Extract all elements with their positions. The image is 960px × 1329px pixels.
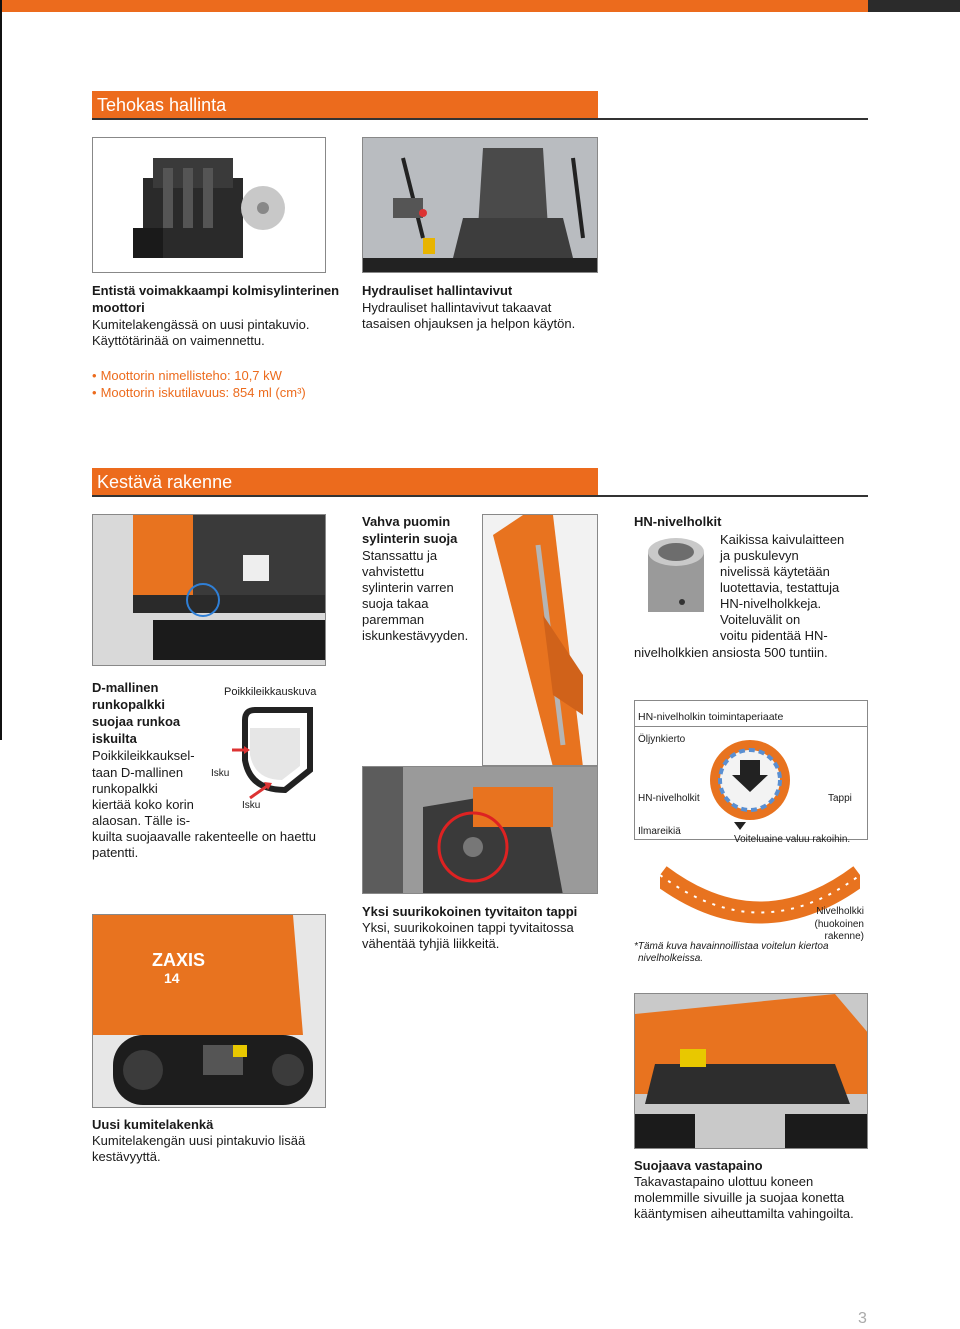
d-frame-title-3: suojaa runkoa (92, 714, 181, 729)
engine-spec-list: •Moottorin nimellisteho: 10,7 kW •Mootto… (92, 367, 306, 401)
top-dark-bar (868, 0, 960, 12)
track-caption-body-2: kestävyyttä. (92, 1149, 161, 1164)
controls-caption-body-2: tasaisen ohjauksen ja helpon käytön. (362, 316, 576, 331)
zaxis-logo: ZAXIS (152, 950, 206, 970)
boom-guard-body-2: vahvistettu (362, 564, 425, 579)
hn-bushing-body-7: voitu pidentää HN- (720, 628, 828, 643)
impact-label-2: Isku (242, 800, 261, 811)
d-frame-photo (92, 514, 326, 666)
counterweight-caption-body-3: kääntymisen aiheuttamilta vahingoilta. (634, 1206, 854, 1221)
d-frame-title-2: runkopalkki (92, 697, 165, 712)
oil-groove-label: Öljynkierto (638, 734, 686, 745)
engine-caption-body-2: Käyttötärinää on vaimennettu. (92, 333, 265, 348)
d-frame-body-1: Poikkileikkauksel- (92, 748, 195, 763)
hn-diagram-box (634, 700, 868, 840)
hn-bushing-photo (634, 532, 716, 622)
porous-bushing-diagram (660, 866, 860, 924)
bushing-label-2: (huokoinen rakenne) (814, 919, 864, 942)
top-accent-bar (0, 0, 960, 12)
boom-photo (482, 514, 598, 766)
left-edge-line (0, 0, 2, 740)
cross-section-diagram (232, 707, 313, 800)
section-rule (92, 118, 868, 120)
counterweight-caption-title: Suojaava vastapaino (634, 1158, 763, 1173)
pin-label: Tappi (828, 793, 852, 804)
boom-guard-body-3: sylinterin varren (362, 580, 454, 595)
control-levers-photo (362, 137, 598, 273)
impact-label-1: Isku (211, 768, 230, 779)
boom-guard-body-4: suoja takaa (362, 596, 429, 611)
boom-guard-body-6: iskunkestävyyden. (362, 628, 469, 643)
model-number: 14 (164, 970, 180, 986)
hn-note-1: *Tämä kuva havainnoillistaa voitelun kie… (634, 941, 829, 952)
section-title-tehokas: Tehokas hallinta (92, 91, 598, 119)
lubricant-label: Voiteluaine valuu rakoihin. (734, 834, 851, 845)
hn-bushing-body-2: ja puskulevyn (720, 548, 799, 563)
counterweight-photo (634, 993, 868, 1149)
hn-bushing-body-1: Kaikissa kaivulaitteen (720, 532, 845, 547)
d-frame-body-4: kiertää koko korin (92, 797, 194, 812)
pin-caption-body-2: vähentää tyhjiä liikkeitä. (362, 936, 500, 951)
pin-photo (362, 766, 598, 894)
track-caption-body-1: Kumitelakengän uusi pintakuvio lisää (92, 1133, 306, 1148)
section-title-kestava: Kestävä rakenne (92, 468, 598, 496)
engine-caption-title-1: Entistä voimakkaampi kolmisylinterinen (92, 283, 340, 298)
controls-caption-body-1: Hydrauliset hallintavivut takaavat (362, 300, 552, 315)
boom-guard-body-1: Stanssattu ja (362, 548, 438, 563)
d-frame-title-4: iskuilta (92, 731, 137, 746)
hn-note-2: nivelholkeissa. (638, 953, 704, 964)
hn-diagram-title: HN-nivelholkin toimintaperiaate (638, 711, 784, 723)
d-frame-body-3: runkopalkki (92, 781, 158, 796)
track-caption-title: Uusi kumitelakenkä (92, 1117, 214, 1132)
track-photo (92, 914, 326, 1108)
hn-bushing-body-last: nivelholkkien ansiosta 500 tuntiin. (634, 645, 828, 660)
counterweight-caption-body-2: molemmille sivuille ja suojaa konetta (634, 1190, 845, 1205)
hn-principle-diagram (710, 740, 790, 830)
hn-bushing-body-6: Voiteluvälit on (720, 612, 801, 627)
pin-caption-title: Yksi suurikokoinen tyvitaiton tappi (362, 904, 578, 919)
cross-section-title: Poikkileikkauskuva (224, 686, 317, 698)
spec-bullet: •Moottorin nimellisteho: 10,7 kW (92, 368, 282, 383)
boom-guard-body-5: paremman (362, 612, 425, 627)
hn-bushing-body-5: HN-nivelholkkeja. (720, 596, 822, 611)
hn-diagram-rule (634, 726, 868, 727)
d-frame-body-6: kuilta suojaavalle rakenteelle on haettu (92, 829, 317, 844)
hn-bushing-title: HN-nivelholkit (634, 514, 722, 529)
pin-caption-body-1: Yksi, suurikokoinen tappi tyvitaitossa (362, 920, 574, 935)
controls-caption-title: Hydrauliset hallintavivut (362, 283, 513, 298)
engine-caption-body-1: Kumitelakengässä on uusi pintakuvio. (92, 317, 310, 332)
d-frame-body-2: taan D-mallinen (92, 765, 184, 780)
air-hole-label: Ilmareikiä (638, 826, 681, 837)
spec-bullet: •Moottorin iskutilavuus: 854 ml (cm³) (92, 385, 306, 400)
counterweight-caption-body-1: Takavastapaino ulottuu koneen (634, 1174, 814, 1189)
section-rule (92, 495, 868, 497)
d-frame-body-7: patentti. (92, 845, 139, 860)
engine-caption-title-2: moottori (92, 300, 145, 315)
hn-bushing-label: HN-nivelholkit (638, 793, 700, 804)
d-frame-title-1: D-mallinen (92, 680, 159, 695)
boom-guard-title-1: Vahva puomin (362, 514, 451, 529)
boom-guard-title-2: sylinterin suoja (362, 531, 458, 546)
d-frame-body-5: alaosan. Tälle is- (92, 813, 191, 828)
hn-bushing-body-3: nivelissä käytetään (720, 564, 830, 579)
page-number: 3 (858, 1310, 867, 1327)
bushing-label-1: Nivelholkki (816, 906, 864, 917)
hn-bushing-body-4: luotettavia, testattuja (720, 580, 840, 595)
engine-photo (92, 137, 326, 273)
